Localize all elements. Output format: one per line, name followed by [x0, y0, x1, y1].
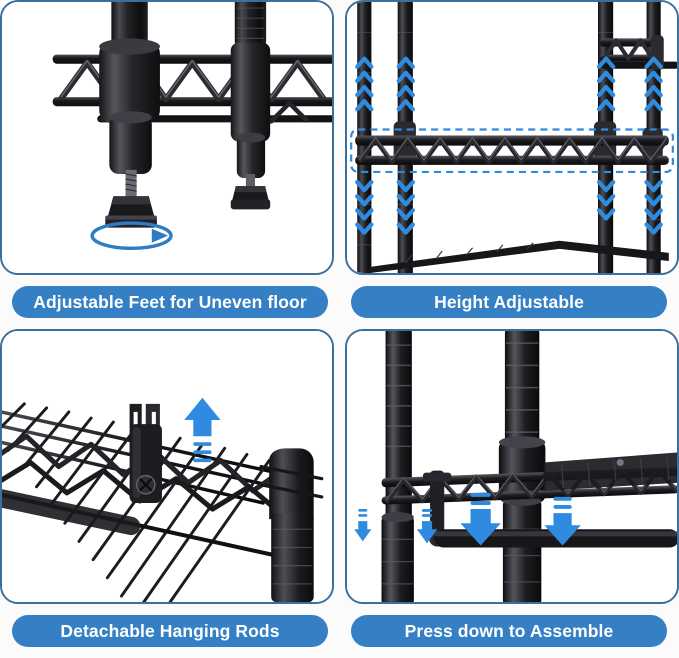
wire-shelf-icon	[600, 35, 677, 70]
hanging-rod-bracket-icon	[129, 403, 162, 503]
panel-adjustable-feet	[0, 0, 334, 276]
shelf-post-icon	[259, 448, 324, 603]
hanging-rods-illustration	[2, 331, 332, 603]
label-adjustable-feet: Adjustable Feet for Uneven floor	[12, 286, 328, 318]
adjustable-feet-illustration	[2, 2, 332, 274]
feature-cell-height-adjustable: Height Adjustable	[345, 0, 679, 318]
feature-cell-adjustable-feet: Adjustable Feet for Uneven floor	[0, 0, 334, 318]
up-chevron-arrow-icon	[355, 56, 663, 112]
feature-cell-hanging-rods: Detachable Hanging Rods	[0, 329, 334, 647]
wire-shelf-icon	[355, 135, 669, 165]
height-adjustable-illustration	[347, 2, 677, 274]
label-press-down-to-assemble: Press down to Assemble	[351, 615, 667, 647]
wire-shelf-icon	[369, 240, 669, 274]
hanging-rod-icon	[2, 489, 141, 536]
label-height-adjustable: Height Adjustable	[351, 286, 667, 318]
up-arrow-icon	[184, 397, 221, 463]
feature-cell-press-down: Press down to Assemble	[345, 329, 679, 647]
ribbed-post-icon	[498, 331, 546, 603]
dashed-selection-icon	[350, 128, 674, 174]
shelf-post-icon	[99, 2, 160, 228]
panel-detachable-hanging-rods	[0, 329, 334, 605]
down-chevron-arrow-icon	[355, 179, 663, 235]
rotate-arrow-icon	[90, 221, 173, 251]
panel-press-down-to-assemble	[345, 329, 679, 605]
press-down-illustration	[347, 331, 677, 603]
shelf-post-icon	[230, 2, 271, 210]
down-arrow-icon	[354, 492, 581, 546]
ribbed-post-icon	[381, 331, 414, 603]
leveling-foot-icon	[230, 186, 271, 210]
panel-height-adjustable	[345, 0, 679, 276]
label-detachable-hanging-rods: Detachable Hanging Rods	[12, 615, 328, 647]
